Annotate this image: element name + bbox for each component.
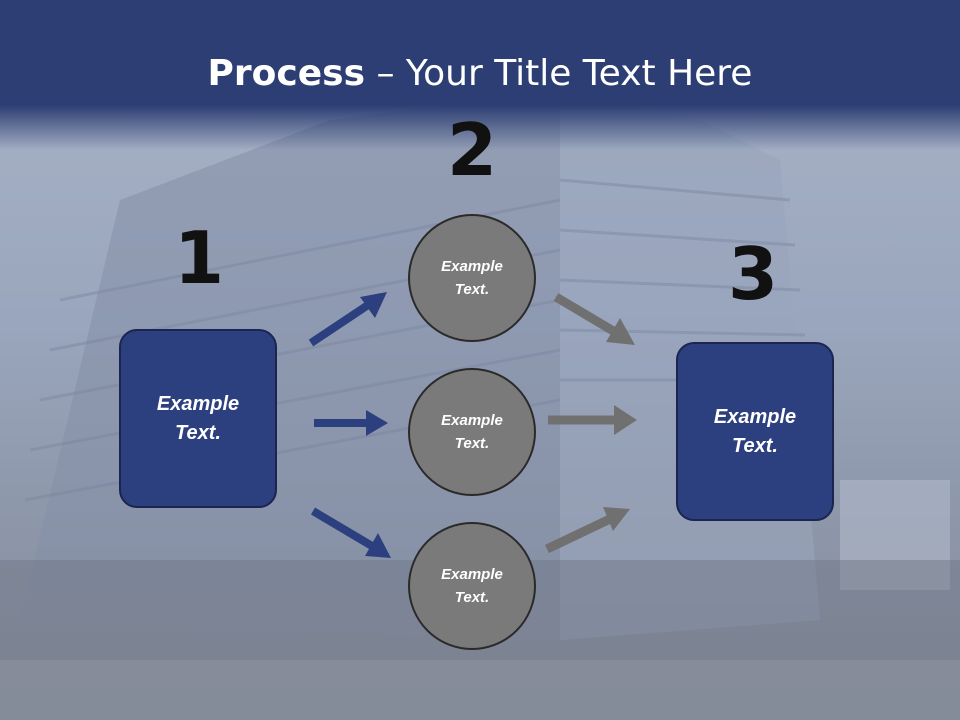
gray-arrow-up — [545, 507, 630, 554]
right-process-box: Example Text. — [676, 342, 834, 521]
title-bar — [0, 0, 960, 150]
title-separator: – — [365, 53, 406, 94]
title-rest: Your Title Text Here — [405, 53, 753, 94]
left-process-box: Example Text. — [119, 329, 277, 508]
slide-title: Process – Your Title Text Here — [0, 52, 960, 96]
blue-arrow-down — [310, 507, 391, 558]
blue-arrow-up — [308, 292, 387, 347]
gray-arrow-right — [548, 405, 637, 435]
step-number-1: 1 — [173, 216, 225, 300]
step-number-3: 3 — [727, 232, 779, 316]
process-circle-bottom: Example Text. — [408, 522, 536, 650]
process-circle-middle: Example Text. — [408, 368, 536, 496]
step-number-2: 2 — [446, 108, 498, 192]
process-circle-top: Example Text. — [408, 214, 536, 342]
title-bold: Process — [207, 53, 366, 94]
blue-arrow-right — [314, 410, 388, 436]
gray-arrow-down — [553, 293, 635, 345]
